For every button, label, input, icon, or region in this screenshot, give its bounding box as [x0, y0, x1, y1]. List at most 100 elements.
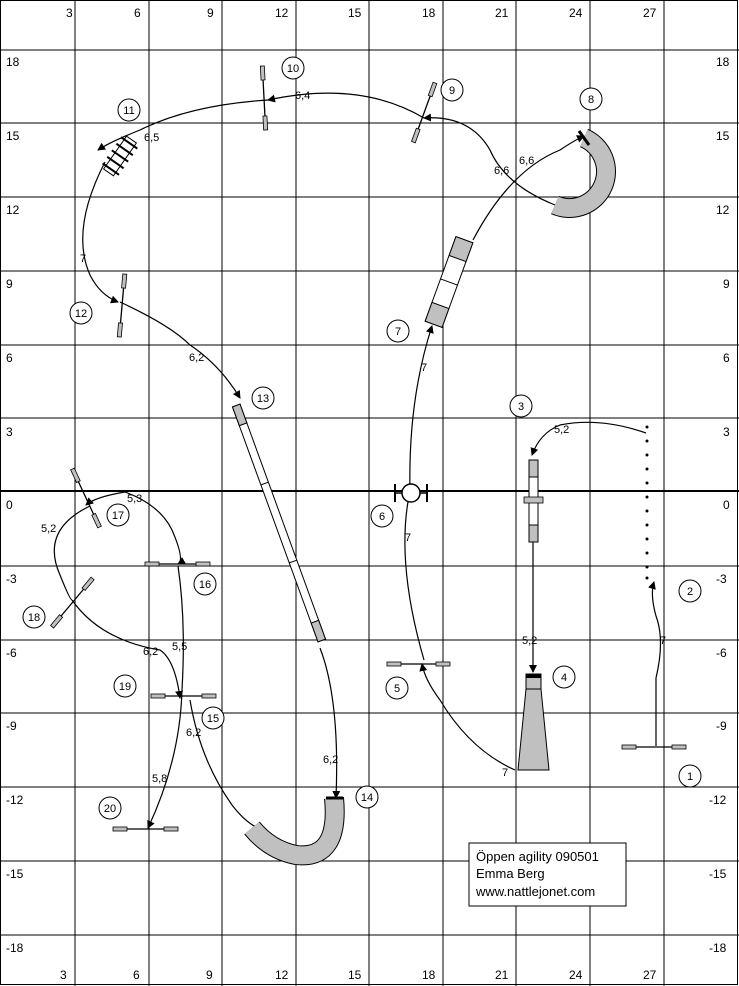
distance-label: 6,2: [323, 754, 338, 766]
jump-9-icon: [411, 81, 438, 144]
obstacle-number: 13: [251, 386, 275, 410]
info-website: www.nattlejonet.com: [475, 884, 595, 899]
left-label: 15: [6, 129, 20, 143]
bottom-label: 27: [643, 968, 657, 982]
distance-label: 6,2: [186, 727, 201, 739]
right-label: -3: [716, 572, 727, 586]
path-segment: [472, 135, 585, 241]
jump-5-icon: [386, 661, 451, 667]
top-label: 3: [66, 6, 73, 20]
right-label: 12: [716, 203, 730, 217]
obstacle-number: 19: [113, 674, 137, 698]
distance-label: 6,2: [143, 646, 158, 658]
distance-label: 5,2: [522, 635, 537, 647]
obstacle-number: 10: [281, 56, 305, 80]
left-label: 3: [6, 425, 13, 439]
path-segment: [189, 699, 259, 829]
top-label: 9: [207, 6, 214, 20]
svg-text:16: 16: [199, 579, 211, 591]
jump-16-icon: [144, 561, 211, 567]
obstacle-number: 7: [386, 319, 410, 343]
svg-text:15: 15: [207, 713, 219, 725]
obstacle-numbers: 1 2 3 4 5 6 7 8 9 10 11 12 13 14 15 16 1…: [22, 56, 702, 820]
distance-labels: 7 5,2 5,2 7 7 7 6,6 6,6 6,4 6,5 7 6,2 6,…: [41, 90, 666, 785]
obstacle-number: 8: [579, 87, 603, 111]
obstacle-number: 15: [201, 706, 225, 730]
right-label: 15: [716, 129, 730, 143]
jump-10-icon: [259, 65, 269, 131]
distance-label: 6,2: [189, 352, 204, 364]
bottom-label: 9: [206, 968, 213, 982]
distance-label: 7: [80, 253, 86, 265]
obstacle-number: 3: [509, 394, 533, 418]
weave-poles-icon: [645, 425, 649, 580]
top-label: 6: [134, 6, 141, 20]
top-label: 18: [422, 6, 436, 20]
bottom-label: 6: [133, 968, 140, 982]
path-segment: [124, 491, 187, 565]
jump-18-icon: [49, 576, 95, 629]
right-label: -15: [709, 867, 727, 881]
svg-text:10: 10: [287, 63, 299, 75]
svg-text:9: 9: [449, 85, 455, 97]
svg-text:8: 8: [588, 94, 594, 106]
right-label: -12: [709, 793, 727, 807]
obstacle-number: 14: [355, 785, 379, 809]
svg-text:14: 14: [361, 792, 373, 804]
tunnel-8-icon: [551, 128, 616, 218]
path-segment: [530, 421, 647, 456]
bottom-label: 15: [348, 968, 362, 982]
path-segment: [119, 301, 241, 399]
left-label: -15: [6, 867, 24, 881]
obstacle-number: 18: [22, 605, 46, 629]
jump-17-icon: [70, 467, 102, 529]
right-label: -6: [716, 646, 727, 660]
top-label: 24: [569, 6, 583, 20]
obstacle-number: 6: [370, 504, 394, 528]
distance-label: 6,5: [144, 132, 159, 144]
obstacle-number: 12: [69, 301, 93, 325]
left-label: -9: [6, 719, 17, 733]
path-segment: [267, 92, 425, 119]
svg-text:2: 2: [687, 586, 693, 598]
obstacle-number: 16: [193, 572, 217, 596]
path-segment: [85, 491, 126, 506]
path-segment: [319, 647, 341, 799]
left-label: -3: [6, 572, 17, 586]
left-label: -6: [6, 646, 17, 660]
info-title: Öppen agility 090501: [476, 849, 599, 864]
jump-15-icon: [150, 693, 217, 699]
axis-labels: 3 6 9 12 15 18 21 24 27 3 6 9 12 15 18 2…: [6, 6, 730, 982]
path-segment: [53, 505, 91, 601]
right-label: 0: [723, 498, 730, 512]
obstacles: [49, 65, 687, 866]
top-label: 21: [495, 6, 509, 20]
tunnel-14-icon: [244, 796, 345, 866]
obstacle-number: 1: [678, 764, 702, 788]
svg-text:20: 20: [104, 803, 116, 815]
bottom-label: 24: [569, 968, 583, 982]
obstacle-number: 11: [117, 98, 141, 122]
svg-text:17: 17: [112, 510, 124, 522]
obstacle-number: 2: [678, 579, 702, 603]
course-path: [53, 92, 662, 829]
right-label: -9: [716, 719, 727, 733]
path-segment: [82, 161, 119, 304]
collapsed-tunnel-icon: [517, 673, 550, 771]
distance-label: 5,5: [172, 641, 187, 653]
right-label: 9: [723, 277, 730, 291]
obstacle-number: 5: [385, 676, 409, 700]
left-label: 18: [6, 55, 20, 69]
obstacle-number: 20: [98, 796, 122, 820]
jump-12-icon: [116, 273, 128, 338]
path-segment: [419, 663, 516, 771]
svg-text:19: 19: [119, 681, 131, 693]
left-label: 6: [6, 351, 13, 365]
svg-text:11: 11: [123, 105, 134, 117]
obstacle-number: 17: [106, 503, 130, 527]
a-frame-icon: [424, 235, 474, 329]
path-segment: [648, 581, 662, 746]
svg-text:12: 12: [75, 308, 87, 320]
seesaw-icon: [523, 459, 544, 543]
svg-text:4: 4: [561, 672, 567, 684]
